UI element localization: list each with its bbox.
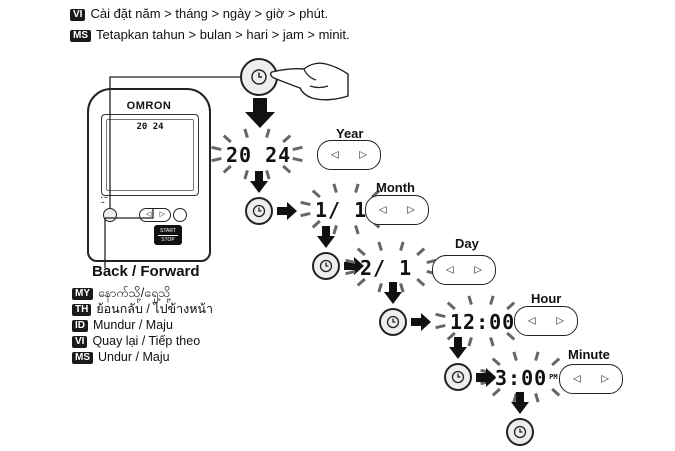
lcd-value: 20 24: [226, 143, 292, 167]
arrow-down-icon: [449, 337, 467, 359]
triangle-right-icon: ▷: [556, 315, 564, 327]
triangle-right-icon: ▷: [359, 149, 367, 161]
step-label: Year: [336, 126, 364, 141]
lang-badge: ID: [72, 320, 88, 332]
device-memory-button[interactable]: [173, 208, 187, 222]
arrow-down-icon: [250, 171, 268, 193]
blood-pressure-monitor: OMRON 20 24 ▪ ▪▪▪▪ ◁ ▷ START STOP: [87, 88, 211, 262]
lang-badge: MY: [72, 288, 93, 300]
translation-ms: MS Undur / Maju: [72, 349, 213, 365]
clock-button-month[interactable]: [312, 252, 340, 280]
back-forward-translations: MY နောက်သို့/ရှေ့သို့ TH ย้อนกลับ / ไปข้าง…: [72, 285, 213, 365]
clock-icon: [513, 425, 527, 439]
lang-badge: VI: [72, 336, 88, 348]
arrow-down-icon: [245, 98, 275, 128]
lang-badge: MS: [72, 352, 93, 364]
step-label: Month: [376, 180, 415, 195]
blink-burst-icon: [211, 128, 303, 180]
translation-text: Mundur / Maju: [93, 318, 173, 332]
back-forward-title: Back / Forward: [92, 263, 200, 280]
triangle-left-icon: ◁: [146, 211, 152, 218]
clock-button-year[interactable]: [245, 197, 273, 225]
device-screen-value: 20 24: [136, 122, 164, 132]
device-screen: 20 24: [106, 119, 194, 191]
triangle-left-icon: ◁: [446, 264, 454, 276]
back-forward-button[interactable]: ◁▷: [365, 195, 429, 225]
triangle-left-icon: ◁: [528, 315, 536, 327]
translation-id: ID Mundur / Maju: [72, 317, 213, 333]
back-forward-button[interactable]: ◁▷: [514, 306, 578, 336]
triangle-right-icon: ▷: [159, 211, 165, 218]
clock-icon: [451, 370, 465, 384]
device-small-print: ▪ ▪▪▪▪: [101, 195, 108, 206]
instruction-vi: VI Cài đặt năm > tháng > ngày > giờ > phú…: [70, 6, 328, 21]
instruction-text: Tetapkan tahun > bulan > hari > jam > mi…: [96, 27, 350, 42]
clock-icon: [251, 69, 267, 85]
triangle-left-icon: ◁: [379, 204, 387, 216]
lcd-display: 20 24: [226, 143, 291, 167]
clock-button-day[interactable]: [379, 308, 407, 336]
clock-button-hour[interactable]: [444, 363, 472, 391]
instruction-text: Cài đặt năm > tháng > ngày > giờ > phút.: [90, 6, 329, 21]
lcd-value: 1/ 1: [315, 198, 368, 222]
hand-pointer-icon: [270, 62, 349, 101]
start-label: START: [160, 228, 176, 234]
lcd-value: 2/ 1: [360, 256, 413, 280]
brand-logo: OMRON: [126, 100, 172, 112]
lcd-value: 12:00: [450, 310, 516, 334]
translation-vi: VI Quay lại / Tiếp theo: [72, 333, 213, 349]
arrow-down-icon: [384, 282, 402, 304]
step-label: Hour: [531, 291, 562, 306]
translation-text: နောက်သို့/ရှေ့သို့: [98, 286, 171, 300]
back-forward-button[interactable]: ◁▷: [432, 255, 496, 285]
device-screen-frame: 20 24: [101, 114, 199, 196]
lcd-suffix: PM: [549, 373, 558, 381]
arrow-right-icon: [476, 369, 496, 387]
instruction-ms: MS Tetapkan tahun > bulan > hari > jam > …: [70, 27, 350, 42]
lang-badge: VI: [70, 9, 86, 21]
translation-my: MY နောက်သို့/ရှေ့သို့: [72, 285, 213, 301]
clock-icon: [319, 259, 333, 273]
translation-text: Quay lại / Tiếp theo: [92, 334, 201, 348]
step-label: Day: [455, 236, 479, 251]
back-forward-button[interactable]: ◁▷: [559, 364, 623, 394]
clock-icon: [252, 204, 266, 218]
triangle-right-icon: ▷: [601, 373, 609, 385]
lcd-value: 3:00: [495, 366, 548, 390]
arrow-right-icon: [411, 313, 431, 331]
lang-badge: TH: [72, 304, 92, 316]
clock-icon: [386, 315, 400, 329]
triangle-right-icon: ▷: [474, 264, 482, 276]
translation-text: ย้อนกลับ / ไปข้างหน้า: [96, 302, 213, 316]
start-stop-button[interactable]: START STOP: [154, 225, 182, 245]
arrow-down-icon: [317, 226, 335, 248]
arrow-right-icon: [344, 257, 364, 275]
clock-button-minute[interactable]: [506, 418, 534, 446]
back-forward-button[interactable]: ◁▷: [317, 140, 381, 170]
lcd-display: 2/ 1: [360, 256, 412, 280]
translation-text: Undur / Maju: [98, 350, 170, 364]
triangle-right-icon: ▷: [407, 204, 415, 216]
stop-label: STOP: [158, 235, 178, 244]
arrow-down-icon: [511, 392, 529, 414]
arrow-right-icon: [277, 202, 297, 220]
translation-th: TH ย้อนกลับ / ไปข้างหน้า: [72, 301, 213, 317]
triangle-left-icon: ◁: [331, 149, 339, 161]
lang-badge: MS: [70, 30, 91, 42]
triangle-left-icon: ◁: [573, 373, 581, 385]
lcd-display: 1/ 1: [315, 198, 367, 222]
step-label: Minute: [568, 347, 610, 362]
